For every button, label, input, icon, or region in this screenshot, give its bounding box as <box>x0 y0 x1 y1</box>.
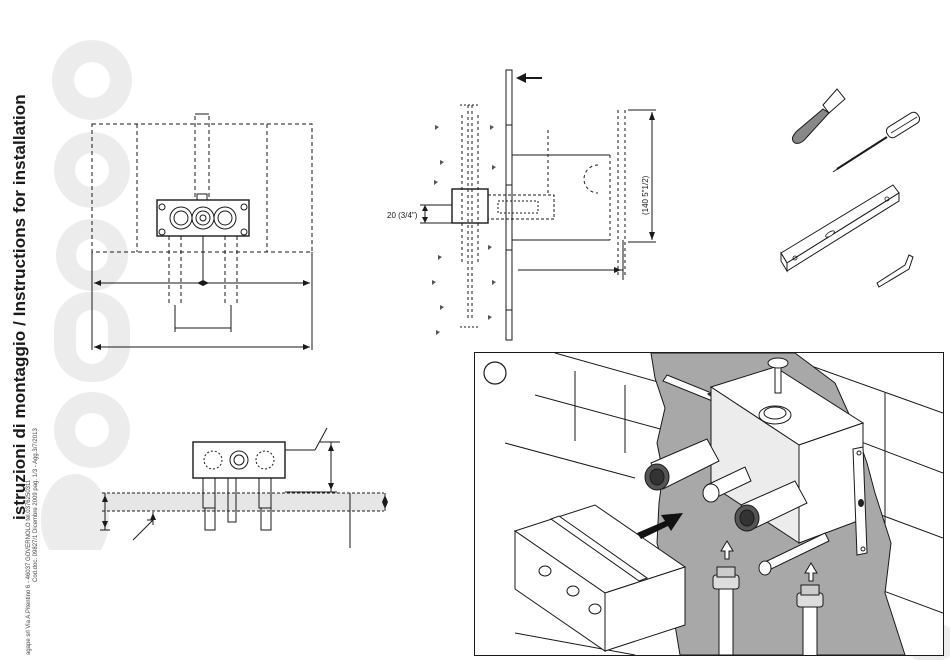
spirit-level-icon <box>781 185 899 271</box>
front-view-diagram <box>85 110 320 355</box>
page-title: istruzioni di montaggio / Instructions f… <box>10 94 30 520</box>
putty-knife-icon <box>792 89 845 143</box>
side-title-block: istruzioni di montaggio / Instructions f… <box>0 0 40 660</box>
installation-panel <box>474 352 944 656</box>
side-section-diagram: 20 (3/4") (140 5"1/2) <box>380 65 665 350</box>
installation-illustration <box>475 353 943 655</box>
screwdriver-icon <box>833 110 921 172</box>
dim-height-label: (140 5"1/2) <box>641 175 650 215</box>
dim-depth-label: 20 (3/4") <box>387 211 418 220</box>
rear-view-diagram <box>95 420 395 555</box>
hex-key-icon <box>877 255 913 287</box>
tools-illustration <box>775 85 930 295</box>
company-address: agape srl Via A.Pitentino 6 - 46037 GOVE… <box>26 480 32 655</box>
step-number-badge <box>484 362 506 384</box>
document-code: Cod.doc. 09827/1 Dicembre 2009 pag. 1/3 … <box>33 428 39 582</box>
